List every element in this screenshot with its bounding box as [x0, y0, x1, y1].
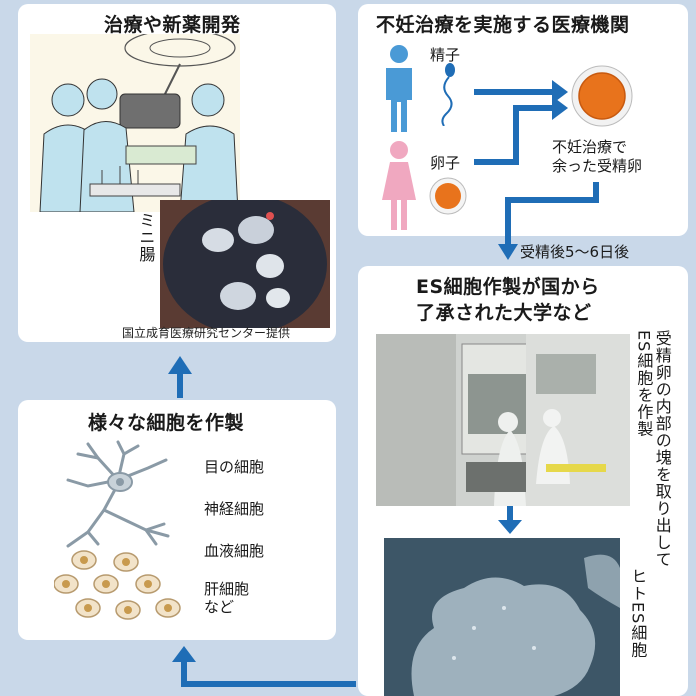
image-credit: 国立成育医療研究センター提供	[122, 326, 291, 340]
cells-panel: 様々な細胞を作製 目の	[18, 400, 336, 640]
transfer-label: 受精後5〜6日後	[520, 243, 630, 261]
es-cell-label: ヒトES細胞	[628, 568, 648, 659]
sperm-label: 精子	[430, 46, 461, 64]
cells-title: 様々な細胞を作製	[88, 412, 245, 434]
university-title-line2: 了承された大学など	[416, 302, 592, 324]
fertilized-egg-icon	[571, 65, 633, 127]
university-title-line1: ES細胞作製が国から	[416, 276, 600, 298]
university-panel: ES細胞作製が国から 了承された大学など 受精卵の内部の塊を取り出してES細胞を…	[358, 266, 688, 696]
liver-cells-icon	[54, 550, 181, 620]
embryo-label: 不妊治療で 余った受精卵	[552, 138, 643, 175]
treatment-panel: 治療や新薬開発 ミニ腸 国立成育医療研究センター提供	[18, 4, 336, 342]
es-process-text: 受精卵の内部の塊を取り出してES細胞を作製	[634, 330, 672, 568]
cell-type-liver: 肝細胞 など	[204, 580, 250, 616]
cell-type-eye: 目の細胞	[204, 458, 265, 476]
female-icon	[382, 141, 416, 230]
clinic-title: 不妊治療を実施する医療機関	[376, 14, 630, 36]
mini-gut-label: ミニ腸	[136, 212, 156, 263]
lab-photo	[376, 334, 630, 506]
male-icon	[386, 45, 412, 132]
cell-type-nerve: 神経細胞	[204, 500, 265, 518]
es-cell-photo	[384, 538, 620, 696]
cell-type-blood: 血液細胞	[204, 542, 265, 560]
surgery-illustration	[30, 34, 240, 212]
treatment-title: 治療や新薬開発	[104, 14, 241, 36]
sperm-icon	[441, 63, 455, 126]
egg-label: 卵子	[430, 154, 461, 172]
mini-gut-photo	[160, 200, 330, 328]
egg-icon	[429, 177, 467, 215]
neuron-icon	[66, 440, 170, 548]
